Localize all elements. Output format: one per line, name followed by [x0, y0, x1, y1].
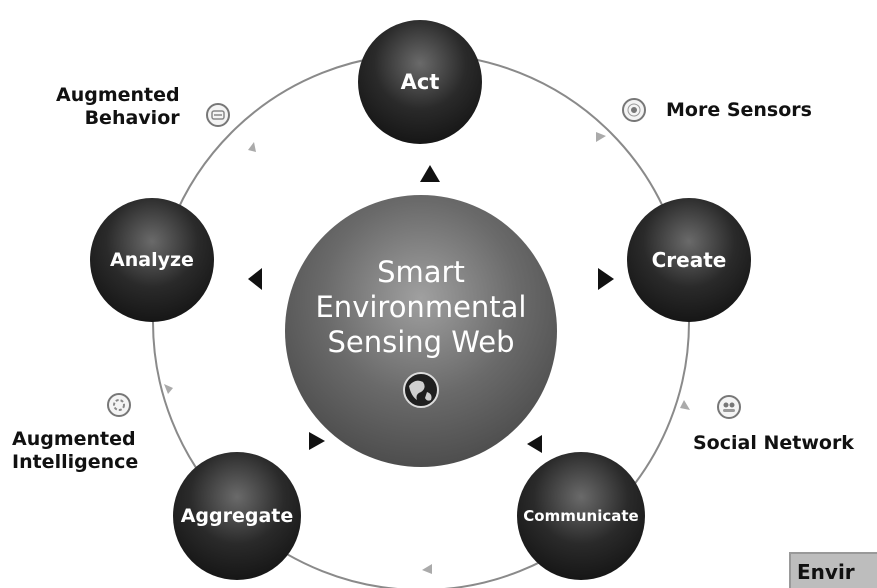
- node-analyze: Analyze: [90, 198, 214, 322]
- label-augmented-behavior-line-2: Behavior: [84, 107, 180, 129]
- ring-arrow-2: [680, 400, 690, 410]
- ring-arrow-3: [422, 564, 432, 574]
- node-create: Create: [627, 198, 751, 322]
- label-augmented-behavior: Augmented Behavior: [56, 84, 180, 130]
- people-icon: [717, 395, 741, 419]
- center-line-1: Smart: [377, 255, 465, 289]
- node-communicate: Communicate: [517, 452, 645, 580]
- node-aggregate-label: Aggregate: [180, 505, 294, 527]
- brain-icon: [107, 393, 131, 417]
- ring-arrow-1: [596, 132, 606, 142]
- node-analyze-label: Analyze: [110, 249, 194, 271]
- center-line-2: Environmental: [315, 290, 527, 324]
- label-augmented-intelligence-line-1: Augmented: [12, 428, 136, 450]
- node-act: Act: [358, 20, 482, 144]
- label-more-sensors: More Sensors: [666, 99, 812, 121]
- center-line-3: Sensing Web: [327, 325, 515, 359]
- corner-tab[interactable]: Envir: [789, 552, 877, 588]
- top-cut-text: [295, 0, 555, 6]
- sensor-icon: [622, 98, 646, 122]
- ring-arrow-5: [248, 142, 256, 152]
- node-create-label: Create: [651, 248, 727, 272]
- chat-icon: [206, 103, 230, 127]
- globe-icon: [403, 372, 439, 408]
- ring-arrow-4: [164, 384, 173, 394]
- label-augmented-intelligence-line-2: Intelligence: [12, 451, 139, 473]
- node-communicate-label: Communicate: [523, 507, 639, 525]
- label-augmented-intelligence: Augmented Intelligence: [12, 428, 138, 474]
- center-title: Smart Environmental Sensing Web: [296, 255, 546, 360]
- node-aggregate: Aggregate: [173, 452, 301, 580]
- label-social-network: Social Network: [693, 432, 854, 454]
- label-augmented-behavior-line-1: Augmented: [56, 84, 180, 106]
- node-act-label: Act: [400, 70, 440, 94]
- center-circle: Smart Environmental Sensing Web: [285, 195, 557, 467]
